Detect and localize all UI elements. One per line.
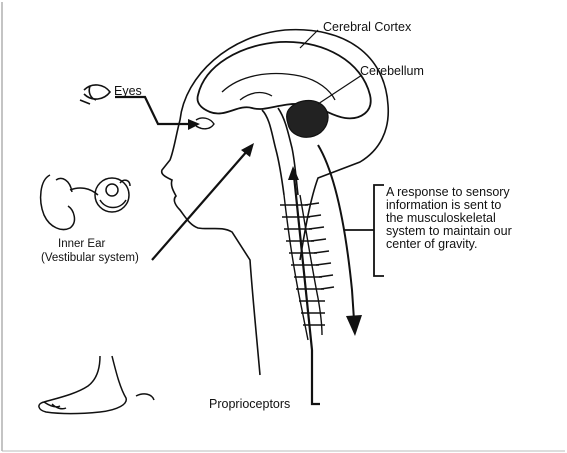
proprioceptors-label: Proprioceptors	[209, 397, 290, 411]
eye-in-head	[196, 118, 214, 129]
response-line-5: center of gravity.	[386, 238, 512, 251]
response-description: A response to sensory information is sen…	[386, 186, 512, 251]
inner-ear-pathway-line	[152, 150, 248, 260]
eye-icon	[80, 85, 110, 104]
cerebellum-shape	[287, 101, 328, 138]
inner-ear-icon	[41, 175, 130, 229]
response-bracket	[344, 185, 384, 276]
inner-ear-label-line1: Inner Ear	[58, 238, 105, 251]
cerebral-cortex-label: Cerebral Cortex	[323, 20, 411, 34]
foot-icon	[39, 356, 154, 414]
eyes-pathway-arrowhead	[188, 119, 200, 130]
proprioceptors-arrowhead	[288, 166, 299, 180]
cerebral-cortex-outline	[198, 42, 371, 118]
eyes-label: Eyes	[114, 84, 142, 98]
eyes-pathway-line	[115, 97, 190, 124]
cerebellum-leader	[318, 75, 362, 104]
response-arrow	[318, 145, 362, 336]
cerebellum-label: Cerebellum	[360, 64, 424, 78]
inner-ear-label-line2: (Vestibular system)	[41, 252, 139, 265]
brain-inner-folds	[222, 74, 335, 100]
spinal-column	[280, 195, 334, 340]
